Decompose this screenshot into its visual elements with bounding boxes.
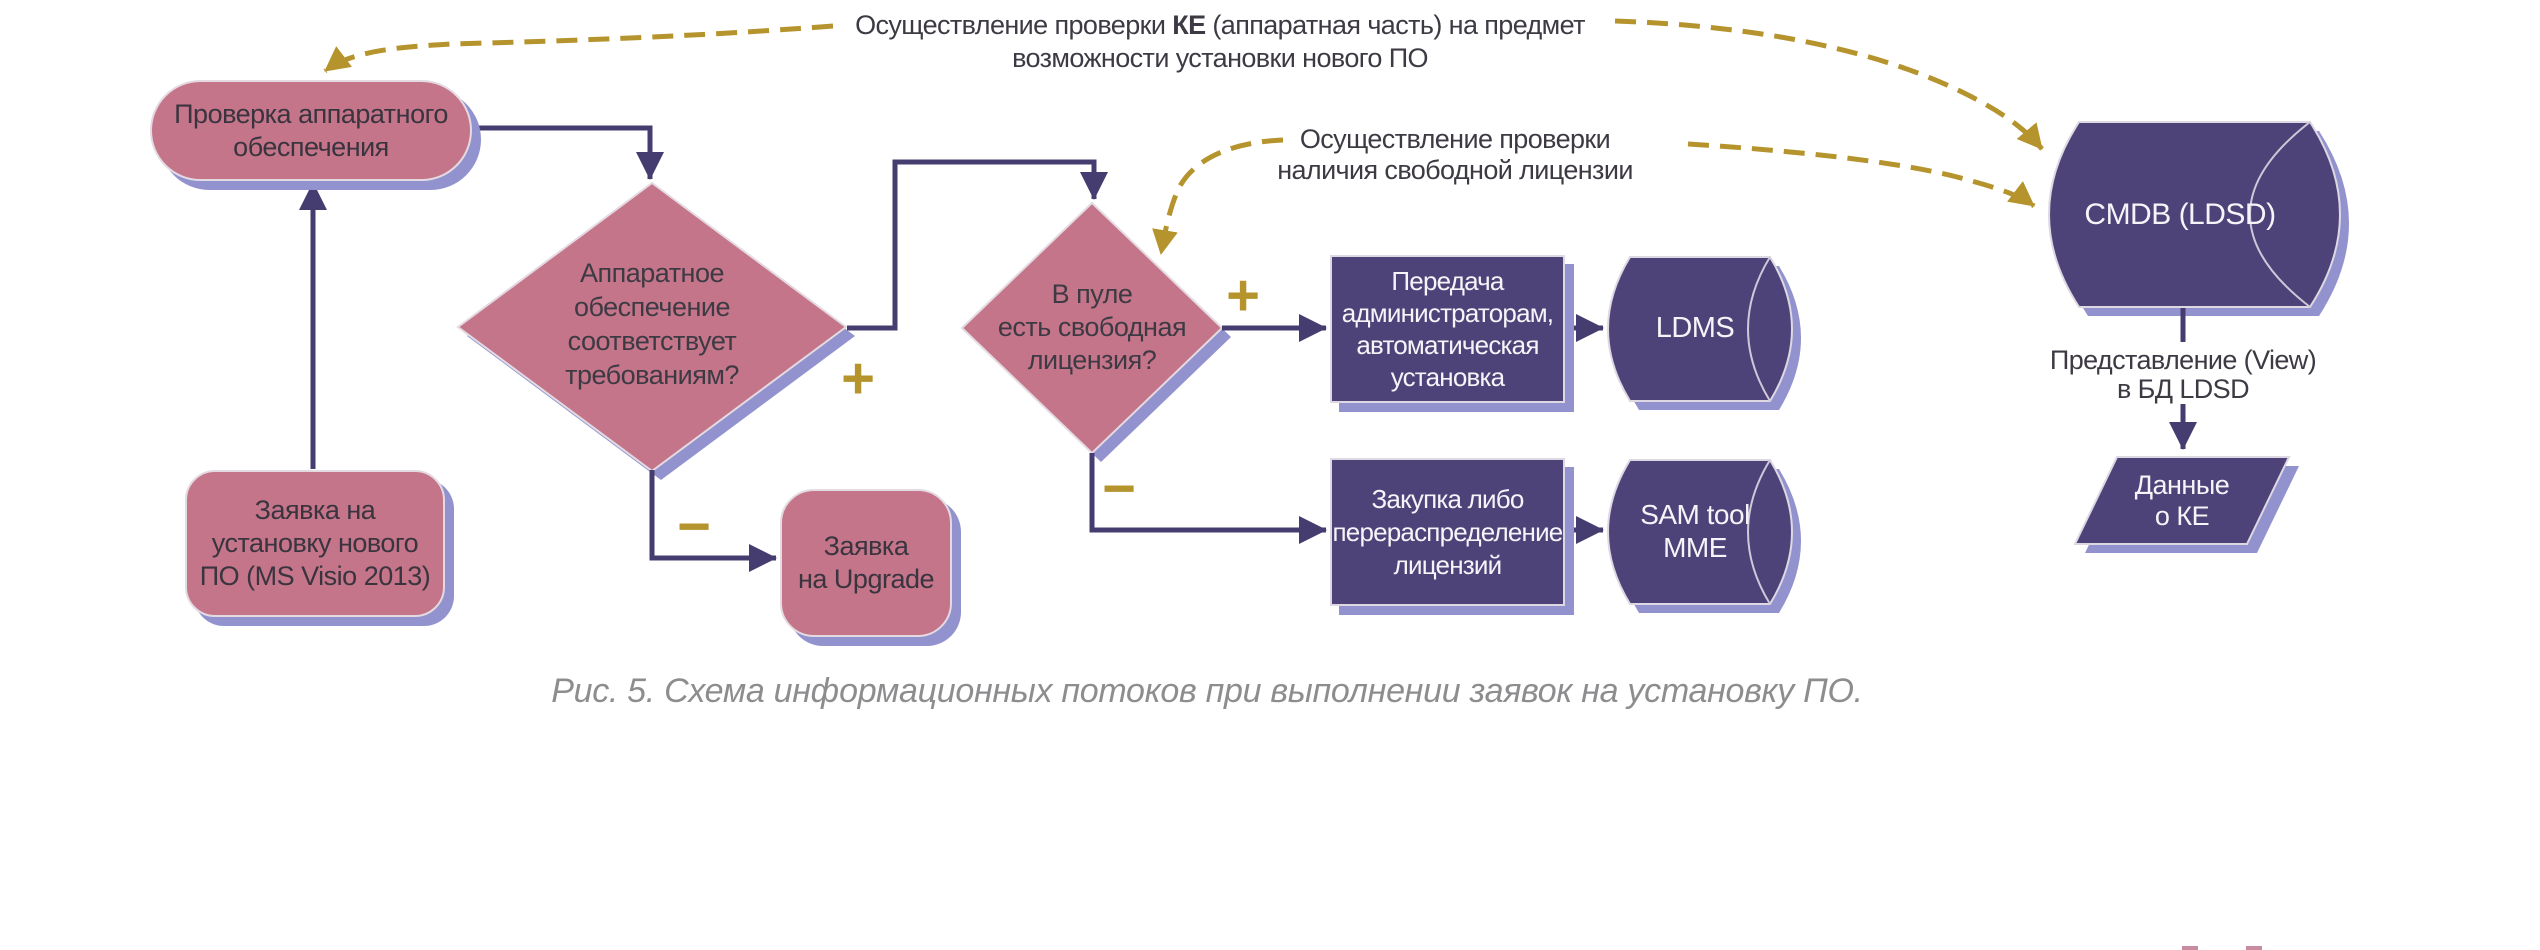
decision-license-pool-text: есть свободная	[997, 312, 1187, 342]
dashed-arrow-license-to-cmdb	[1687, 141, 2036, 209]
node-upgrade-text: на Upgrade	[798, 564, 935, 594]
sam-label: SAM tool MME	[1595, 498, 1795, 564]
annotation-hw-check-line1: Осуществление проверки КЕ (аппаратная ча…	[855, 9, 1585, 42]
ke-data-parallelogram-shape	[2073, 456, 2291, 545]
ke-data-text: о КЕ	[2154, 501, 2210, 531]
node-request-new-software: Заявка на установку нового ПО (MS Visio …	[185, 470, 445, 617]
dashed-annotation-arrows	[323, 18, 2044, 255]
annotation-hw-check: Осуществление проверки КЕ (аппаратная ча…	[815, 9, 1625, 75]
decision-hw-meets-label: Аппаратное обеспечение соответствует тре…	[512, 256, 792, 392]
decision-hw-meets-text: требованиям?	[565, 360, 739, 390]
node-request-text: Заявка на	[254, 495, 376, 525]
connector-hwverify-to-hwmeets	[468, 125, 664, 180]
node-transfer-text: администраторам,	[1341, 298, 1554, 328]
ke-data-label: Данные о КЕ	[2102, 470, 2262, 532]
annotation-hw-check-line2: возможности установки нового ПО	[1012, 43, 1428, 73]
view-label: Представление (View) в БД LDSD	[2033, 346, 2333, 404]
minus-sign-hw-meets: −	[677, 494, 711, 559]
sam-text: MME	[1663, 532, 1727, 563]
bottom-edge-artifact	[2246, 946, 2262, 950]
node-purchase-licenses: Закупка либо перераспределение лицензий	[1330, 458, 1565, 606]
annotation-license-line2: наличия свободной лицензии	[1277, 155, 1633, 185]
node-transfer-text: автоматическая	[1356, 330, 1539, 360]
decision-hw-meets-text: соответствует	[567, 326, 737, 356]
minus-sign-license-pool: −	[1102, 456, 1136, 521]
annotation-hw-check-bold: КЕ	[1172, 10, 1206, 40]
node-purchase-text: Закупка либо	[1371, 483, 1525, 514]
ke-data-text: Данные	[2134, 470, 2230, 500]
cmdb-cylinder-rim	[2249, 121, 2311, 308]
dashed-arrow-license-to-pool	[1152, 137, 1284, 255]
node-request-text: установку нового	[211, 528, 419, 558]
ldms-text: LDMS	[1655, 312, 1735, 344]
ldms-label: LDMS	[1595, 312, 1795, 345]
node-upgrade-request: Заявка на Upgrade	[780, 489, 952, 637]
node-transfer-text: установка	[1390, 362, 1505, 392]
node-hw-verify-text: обеспечения	[233, 131, 389, 162]
figure-caption: Рис. 5. Схема информационных потоков при…	[551, 672, 1863, 710]
node-upgrade-text: Заявка	[823, 531, 909, 561]
sam-cylinder-rim	[1747, 459, 1771, 605]
connector-hwmeets-to-pool	[847, 159, 1108, 331]
annotation-license-line1: Осуществление проверки	[1299, 124, 1611, 154]
ldms-cylinder-rim	[1747, 256, 1771, 402]
node-transfer-text: Передача	[1391, 266, 1504, 296]
cmdb-label: CMDB (LDSD)	[2050, 198, 2310, 232]
view-text: в БД LDSD	[2117, 374, 2250, 404]
decision-hw-meets-text: обеспечение	[573, 292, 731, 322]
node-purchase-text: лицензий	[1393, 549, 1502, 580]
plus-sign-hw-meets: +	[841, 346, 875, 411]
node-purchase-text: перераспределение	[1332, 516, 1564, 547]
node-request-text: ПО (MS Visio 2013)	[199, 561, 431, 591]
sam-text: SAM tool	[1640, 499, 1750, 530]
connectors	[299, 125, 2197, 572]
decision-license-pool-label: В пуле есть свободная лицензия?	[972, 278, 1212, 377]
decision-hw-meets-text: Аппаратное	[579, 258, 725, 288]
plus-sign-license-pool: +	[1226, 263, 1260, 328]
annotation-hw-check-prefix: Осуществление проверки	[855, 10, 1173, 40]
decision-license-pool-text: В пуле	[1051, 279, 1133, 309]
node-hw-verify: Проверка аппаратного обеспечения	[150, 80, 472, 181]
connector-hwmeets-to-upgrade	[649, 470, 777, 572]
view-text: Представление (View)	[2049, 345, 2317, 375]
node-transfer-admins: Передача администраторам, автоматическая…	[1330, 255, 1565, 403]
annotation-hw-check-suffix: (аппаратная часть) на предмет	[1205, 10, 1585, 40]
cmdb-text: CMDB (LDSD)	[2084, 198, 2276, 231]
decision-license-pool-text: лицензия?	[1027, 345, 1157, 375]
dashed-arrow-hwcheck-to-hwverify	[323, 23, 834, 74]
annotation-license-check: Осуществление проверки наличия свободной…	[1255, 124, 1655, 186]
dashed-arrow-hwcheck-to-cmdb	[1614, 18, 2044, 151]
node-hw-verify-text: Проверка аппаратного	[174, 98, 448, 129]
bottom-edge-artifact	[2182, 946, 2198, 950]
connector-pool-to-purchase	[1089, 453, 1327, 544]
